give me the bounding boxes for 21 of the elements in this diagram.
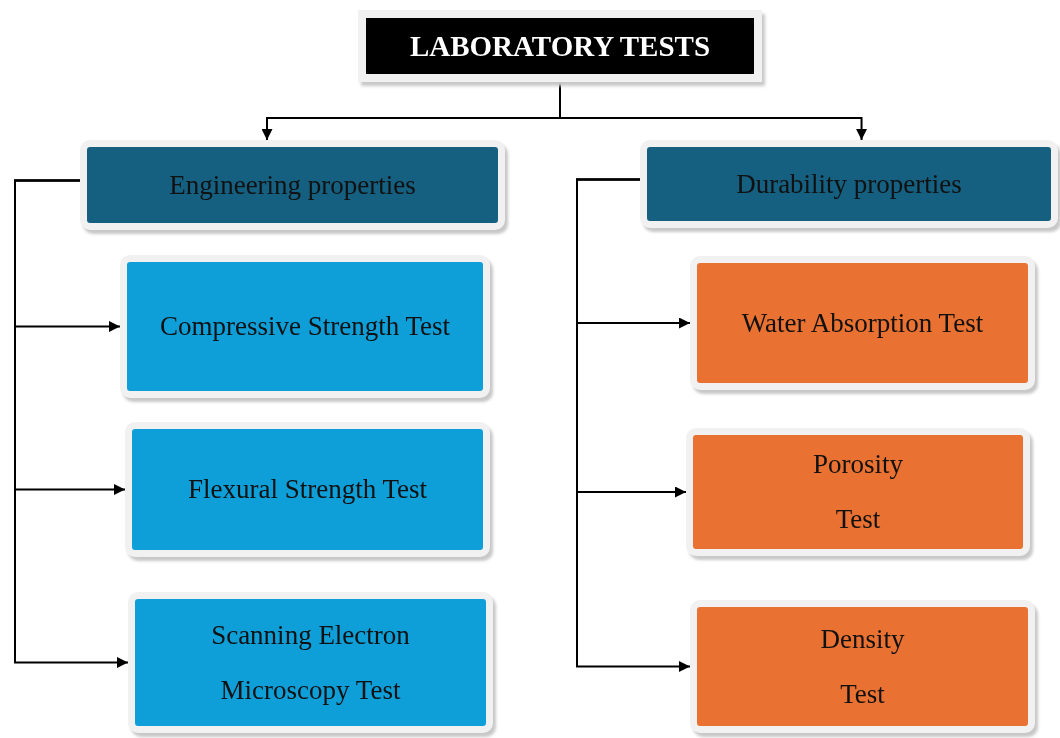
node-label: LABORATORY TESTS xyxy=(409,28,711,64)
node-label: Scanning Electron Microscopy Test xyxy=(210,618,411,707)
test-box xyxy=(125,422,490,557)
test-box xyxy=(686,428,1030,556)
connector-arrow xyxy=(576,178,691,672)
test-box xyxy=(128,592,493,733)
node-label: Density Test xyxy=(819,622,906,711)
category-box xyxy=(80,140,505,230)
node-label: Water Absorption Test xyxy=(741,306,984,340)
test-box xyxy=(690,256,1035,390)
test-box xyxy=(690,600,1035,733)
category-box xyxy=(640,140,1058,228)
node-label: Compressive Strength Test xyxy=(159,310,451,343)
node-label: Engineering properties xyxy=(169,168,416,202)
connector-arrow xyxy=(559,81,868,141)
node-label: Flexural Strength Test xyxy=(187,473,428,506)
test-box xyxy=(120,255,490,398)
node-label: Durability properties xyxy=(736,167,962,201)
node-label: Porosity Test xyxy=(812,448,904,536)
connector-arrow xyxy=(14,179,129,668)
title-box xyxy=(358,10,762,82)
